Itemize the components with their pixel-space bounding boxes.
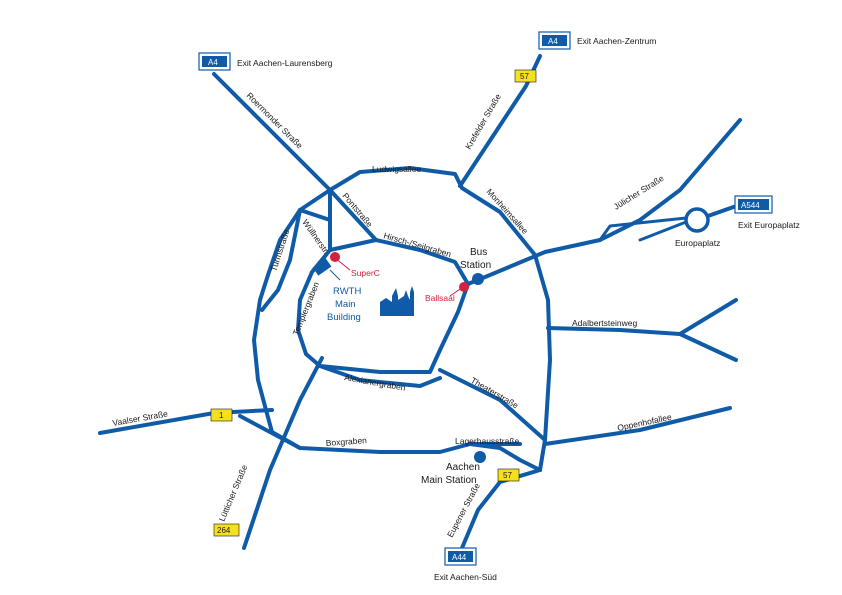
main-station-dot-icon — [474, 451, 486, 463]
road-roermonder-strasse — [212, 72, 332, 192]
svg-text:264: 264 — [217, 526, 231, 535]
svg-text:A4: A4 — [208, 58, 218, 67]
svg-text:A544: A544 — [741, 201, 760, 210]
road-west-ring-outer — [260, 208, 302, 312]
street-label-luetticher: Lütticher Straße — [217, 463, 250, 523]
street-label-wuellnerstr: Wüllnerstr. — [300, 217, 331, 256]
roundabout-icon — [684, 207, 710, 233]
road-network — [98, 54, 744, 550]
shield-a544-europaplatz: A544 — [734, 195, 773, 214]
road-pontstrasse — [328, 188, 378, 242]
bus-station-dot-icon — [472, 273, 484, 285]
shield-route-1: 1 — [210, 408, 233, 422]
street-label-adalbertsteinweg: Adalbertsteinweg — [572, 318, 637, 328]
label-main-station-line2: Main Station — [421, 475, 477, 486]
street-label-pontstrasse: Pontstraße — [340, 191, 375, 229]
street-label-monheimsallee: Monheimsallee — [485, 187, 531, 236]
road-juelicher-strasse — [598, 118, 742, 242]
superc-marker-icon — [330, 252, 340, 262]
shield-a44-sued: A44 — [444, 547, 477, 566]
street-label-lagerhaus: Lagerhausstraße — [455, 436, 520, 446]
road-hirsch-seilgraben — [374, 238, 470, 286]
shield-route-264: 264 — [213, 523, 240, 537]
shield-a4-laurensberg: A4 — [198, 52, 231, 71]
shield-route-57-north: 57 — [514, 69, 537, 83]
shield-a4-zentrum: A4 — [538, 31, 571, 50]
road-europaplatz-link — [598, 216, 688, 242]
building-icon — [312, 258, 332, 276]
road-ludwigsallee — [328, 166, 464, 192]
street-label-theaterstrasse: Theaterstraße — [469, 375, 520, 410]
label-main-station-line1: Aachen — [446, 462, 480, 473]
label-bus-station-line2: Station — [460, 260, 491, 271]
svg-text:A44: A44 — [452, 553, 467, 562]
svg-text:1: 1 — [219, 411, 224, 420]
road-adalbertsteinweg — [546, 298, 738, 336]
road-monheimsallee — [460, 186, 552, 472]
street-label-roermonder: Roermonder Straße — [245, 90, 305, 150]
svg-text:57: 57 — [520, 72, 529, 81]
label-exit-europaplatz: Exit Europaplatz — [738, 220, 800, 230]
road-turmstrasse — [252, 188, 332, 450]
road-theaterstrasse — [438, 368, 547, 442]
road-europaplatz-south — [638, 220, 688, 242]
label-europaplatz: Europaplatz — [675, 238, 720, 248]
road-eupener-strasse — [460, 468, 542, 550]
svg-text:57: 57 — [503, 471, 512, 480]
label-superc: SuperC — [351, 268, 380, 278]
label-rwth-line2: Main — [335, 299, 356, 310]
road-wuellner-link — [298, 208, 332, 222]
road-adalbertsteinweg-branch — [678, 332, 738, 362]
road-lagerhausstrasse — [468, 442, 542, 472]
label-exit-zentrum: Exit Aachen-Zentrum — [577, 36, 656, 46]
label-exit-laurensberg: Exit Aachen-Laurensberg — [237, 58, 333, 68]
label-bus-station-line1: Bus — [470, 247, 487, 258]
road-luetticher-strasse — [242, 356, 324, 550]
label-rwth-line1: RWTH — [333, 286, 361, 297]
street-label-alexianergraben: Alexianergraben — [344, 372, 407, 393]
street-label-ludwigsallee: Ludwigsallee — [372, 164, 421, 174]
rwth-leader-line — [329, 269, 341, 281]
label-rwth-line3: Building — [327, 312, 361, 323]
road-krefelder-strasse — [458, 54, 542, 188]
street-label-boxgraben: Boxgraben — [325, 435, 367, 448]
ballsaal-marker-icon — [459, 282, 469, 292]
cathedral-icon — [380, 286, 414, 316]
label-ballsaal: Ballsaal — [425, 293, 455, 303]
street-label-krefelder: Krefelder Straße — [463, 92, 503, 151]
road-templergraben — [328, 238, 378, 252]
shield-route-57-south: 57 — [497, 468, 520, 482]
road-oppenhofallee — [543, 406, 732, 446]
svg-text:A4: A4 — [548, 37, 558, 46]
road-alexianergraben — [318, 364, 442, 388]
label-exit-sued: Exit Aachen-Süd — [434, 572, 497, 582]
